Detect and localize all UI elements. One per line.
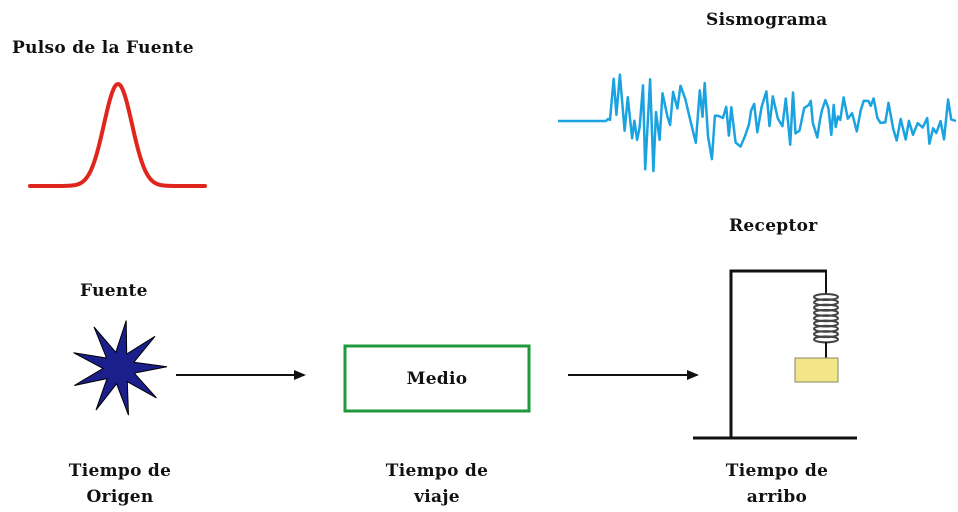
medium-label: Medio [407, 369, 468, 389]
arrival-time-label-line1: Tiempo de [726, 461, 828, 481]
seismogram-title: Sismograma [706, 10, 828, 30]
travel-time-label-line2: viaje [413, 487, 460, 507]
source-title: Fuente [80, 281, 148, 301]
spring-coil [813, 293, 839, 344]
medium-box [343, 344, 531, 413]
receiver-title: Receptor [729, 216, 818, 236]
spring-loop [813, 335, 839, 344]
source-pulse-curve [28, 82, 207, 188]
seismometer-icon [693, 269, 857, 440]
travel-time-label-line1: Tiempo de [386, 461, 488, 481]
source-pulse-title: Pulso de la Fuente [12, 38, 194, 58]
arrival-time-label-line2: arribo [747, 487, 807, 507]
origin-time-label-line1: Tiempo de [69, 461, 171, 481]
seismogram-trace [558, 73, 957, 173]
seismometer-mass [794, 357, 839, 383]
star-burst-icon [73, 320, 168, 416]
origin-time-label-line2: Origen [86, 487, 153, 507]
